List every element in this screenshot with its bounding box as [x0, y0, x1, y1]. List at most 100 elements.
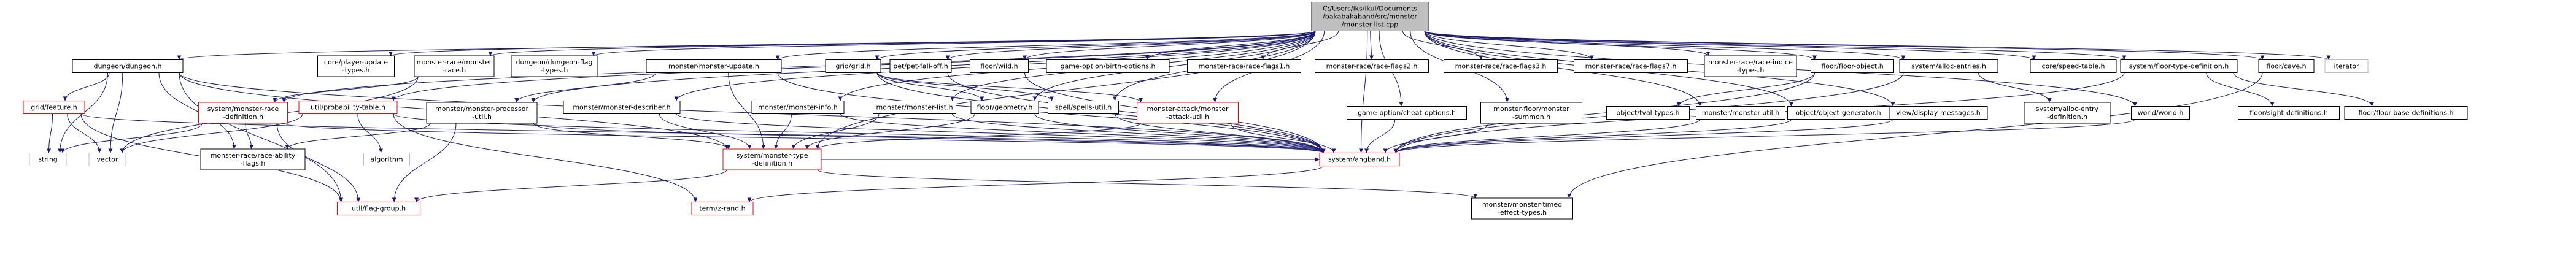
node-race-flags7[interactable]: monster-race/race-flags7.h	[1574, 59, 1688, 73]
node-dungeon[interactable]: dungeon/dungeon.h	[72, 59, 184, 73]
edge-monster_info-to-angband	[840, 113, 1326, 153]
node-box	[2238, 106, 2340, 120]
node-label: -types.h	[342, 66, 370, 74]
node-box	[873, 101, 956, 114]
node-race-monster[interactable]: monster-race/monster-race.h	[414, 55, 495, 77]
node-race-indice[interactable]: monster-race/race-indice-types.h	[1704, 55, 1797, 77]
edge-floor_geometry-to-angband	[1034, 113, 1326, 153]
node-box	[29, 153, 67, 166]
node-monster-describer[interactable]: monster/monster-describer.h	[563, 101, 681, 114]
edge-monster_processor-to-race_ability	[285, 123, 431, 150]
edge-angband-to-z_rand	[747, 166, 1324, 202]
node-box	[72, 59, 184, 73]
node-floor-cave[interactable]: floor/cave.h	[2258, 59, 2315, 73]
node-birth-options[interactable]: game-option/birth-options.h	[1046, 59, 1170, 73]
node-monster-processor[interactable]: monster/monster-processor-util.h	[426, 102, 538, 124]
node-label: game-option/cheat-options.h	[1358, 109, 1456, 117]
node-label: monster/monster-info.h	[758, 104, 837, 112]
node-label: floor/wild.h	[980, 63, 1018, 71]
edge-monster_info-to-monster_type_def	[773, 113, 792, 150]
node-dungeon-flag[interactable]: dungeon/dungeon-flag-types.h	[511, 55, 598, 77]
edge-floor_object-to-angband	[1393, 72, 1815, 153]
node-box	[970, 59, 1029, 73]
node-spells-util[interactable]: spell/spells-util.h	[1048, 101, 1119, 114]
node-sight-defs[interactable]: floor/sight-definitions.h	[2238, 106, 2340, 120]
node-label: -definition.h	[752, 159, 792, 167]
node-box	[1137, 102, 1239, 124]
node-box	[2120, 59, 2238, 73]
node-race-flags2[interactable]: monster-race/race-flags2.h	[1315, 59, 1429, 73]
node-box	[1315, 59, 1429, 73]
node-floor-wild[interactable]: floor/wild.h	[970, 59, 1029, 73]
node-monster-list-h[interactable]: monster/monster-list.h	[873, 101, 956, 114]
node-player-update[interactable]: core/player-update-types.h	[317, 55, 395, 77]
node-monster-attack[interactable]: monster-attack/monster-attack-util.h	[1137, 102, 1239, 124]
node-label: dungeon/dungeon.h	[94, 63, 162, 71]
node-monster-update[interactable]: monster/monster-update.h	[646, 59, 782, 73]
node-race-flags1[interactable]: monster-race/race-flags1.h	[1187, 59, 1301, 73]
node-label: monster/monster-update.h	[668, 63, 759, 71]
node-label: C:/Users/iks/ikul/Documents	[1323, 5, 1417, 13]
node-grid[interactable]: grid/grid.h	[825, 59, 881, 73]
node-floor-base-defs[interactable]: floor/floor-base-definitions.h	[2344, 106, 2468, 120]
edge-root-to-angband	[1359, 31, 1368, 153]
node-display-messages[interactable]: view/display-messages.h	[1889, 106, 1988, 120]
node-box	[2131, 106, 2190, 120]
node-z-rand[interactable]: term/z-rand.h	[691, 202, 754, 215]
node-alloc-entry-def[interactable]: system/alloc-entry-definition.h	[2024, 102, 2111, 124]
edge-grid-to-floor_geometry	[876, 72, 984, 101]
node-label: system/floor-type-definition.h	[2129, 63, 2229, 71]
edge-monster_update-to-monster_type_def	[728, 72, 766, 150]
node-box	[2344, 106, 2468, 120]
node-label: monster-race/monster	[417, 58, 492, 66]
edge-root-to-pet_fall_off	[945, 31, 1316, 60]
node-monster-util[interactable]: monster/monster-util.h	[1696, 106, 1785, 120]
node-vector: vector	[88, 153, 126, 166]
node-box	[1347, 106, 1467, 120]
node-label: floor/sight-definitions.h	[2249, 109, 2328, 117]
edge-root-to-monster_race_def	[282, 31, 1316, 103]
node-angband[interactable]: system/angband.h	[1319, 153, 1400, 166]
edge-race_monster-to-monster_race_def	[273, 76, 419, 103]
node-speed-table[interactable]: core/speed-table.h	[2030, 59, 2117, 73]
node-box	[1899, 59, 1998, 73]
node-monster-info[interactable]: monster/monster-info.h	[751, 101, 845, 114]
node-box	[722, 148, 822, 170]
node-box	[1444, 59, 1558, 73]
node-monster-race-def[interactable]: system/monster-race-definition.h	[198, 102, 288, 124]
node-label: monster/monster-describer.h	[573, 104, 670, 112]
node-label: game-option/birth-options.h	[1061, 63, 1156, 71]
node-world[interactable]: world/world.h	[2131, 106, 2190, 120]
node-timed-effect[interactable]: monster/monster-timed-effect-types.h	[1471, 197, 1573, 220]
node-floor-type-def[interactable]: system/floor-type-definition.h	[2120, 59, 2238, 73]
node-floor-object[interactable]: floor/floor-object.h	[1811, 59, 1894, 73]
node-floor-geometry[interactable]: floor/geometry.h	[970, 101, 1039, 114]
node-object-generator[interactable]: object/object-generator.h	[1787, 106, 1889, 120]
node-box	[1480, 102, 1582, 124]
node-hook-types[interactable]: object/tval-types.h	[1606, 106, 1690, 120]
node-box	[825, 59, 881, 73]
node-flag-group[interactable]: util/flag-group.h	[337, 202, 420, 215]
edge-monster_update-to-monster_processor	[514, 72, 656, 103]
node-alloc-entries[interactable]: system/alloc-entries.h	[1899, 59, 1998, 73]
node-monster-summon[interactable]: monster-floor/monster-summon.h	[1480, 102, 1582, 124]
edge-floor_cave-to-timed_effect	[1567, 72, 2263, 199]
node-grid-feature[interactable]: grid/feature.h	[23, 101, 85, 114]
node-monster-type-def[interactable]: system/monster-type-definition.h	[722, 148, 822, 170]
node-box	[198, 102, 288, 124]
node-pet-fall-off[interactable]: pet/pet-fall-off.h	[889, 59, 952, 73]
edge-root-to-monster_update	[775, 31, 1316, 60]
node-label: monster-floor/monster	[1493, 105, 1569, 113]
node-box	[511, 55, 598, 77]
node-race-ability[interactable]: monster-race/race-ability-flags.h	[200, 148, 306, 170]
node-cheat-options[interactable]: game-option/cheat-options.h	[1347, 106, 1467, 120]
node-race-flags3[interactable]: monster-race/race-flags3.h	[1444, 59, 1558, 73]
edge-root-to-floor_type_def	[1424, 31, 2127, 60]
node-label: object/object-generator.h	[1795, 109, 1881, 117]
node-box	[1471, 197, 1573, 220]
node-label: monster-attack/monster	[1147, 105, 1229, 113]
node-probability-table[interactable]: util/probability-table.h	[298, 101, 398, 114]
node-label: -effect-types.h	[1498, 208, 1547, 216]
node-label: monster-race/race-ability	[211, 151, 296, 159]
